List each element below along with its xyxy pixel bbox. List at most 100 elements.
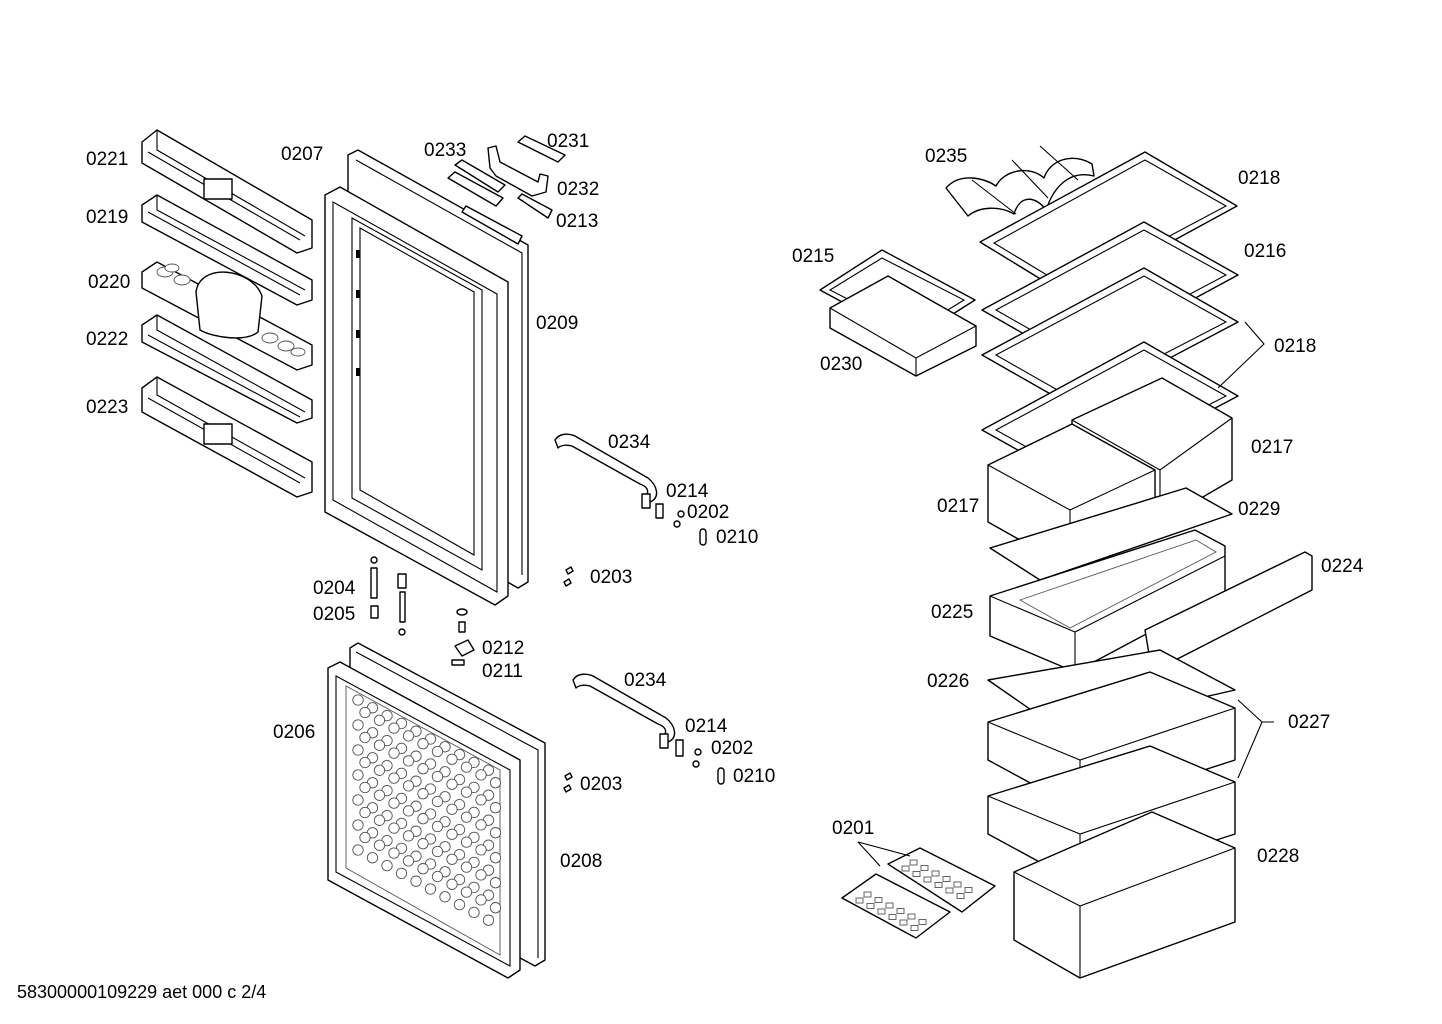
dimple <box>417 763 429 775</box>
dimple <box>395 867 408 880</box>
freezer-drawer-0228 <box>1013 811 1236 979</box>
label-0216: 0216 <box>1244 241 1287 262</box>
ice-cell <box>909 859 918 866</box>
ice-cell <box>956 893 965 899</box>
dimple <box>446 828 458 840</box>
dimple <box>489 777 502 789</box>
dimple <box>352 819 364 831</box>
dimple <box>460 836 473 848</box>
dimple <box>482 914 495 926</box>
dimple <box>410 875 422 887</box>
dimple <box>359 756 371 769</box>
dimple <box>460 811 473 823</box>
door-shelf-0222 <box>141 314 313 424</box>
label-0221: 0221 <box>86 149 129 170</box>
dimple <box>373 764 386 776</box>
label-0212: 0212 <box>482 638 525 659</box>
ice-cell <box>910 925 919 931</box>
ice-cell <box>885 902 894 909</box>
label-0214-upper: 0214 <box>666 481 709 502</box>
dimple <box>388 822 400 834</box>
handle-cover-parts <box>447 135 566 245</box>
label-0206: 0206 <box>273 722 316 743</box>
ice-cell <box>899 919 908 926</box>
label-0204: 0204 <box>313 578 356 599</box>
dimple <box>475 844 487 856</box>
dimple <box>417 813 429 825</box>
dimple <box>388 747 400 759</box>
leader-lines <box>857 321 1274 867</box>
dimple <box>446 778 458 790</box>
label-0207: 0207 <box>281 144 324 165</box>
label-0202-lower: 0202 <box>711 738 754 759</box>
ice-trays-0201 <box>841 847 996 939</box>
egg-tray-0220 <box>141 261 313 371</box>
meat-drawer-0225 <box>989 529 1226 673</box>
dimple <box>431 745 444 758</box>
label-0203-upper: 0203 <box>590 567 633 588</box>
dimple <box>373 789 386 801</box>
ice-cell <box>863 891 872 898</box>
dimple <box>359 781 371 794</box>
ice-cell <box>877 908 886 915</box>
dimple <box>431 820 444 833</box>
dimple <box>373 814 386 826</box>
ice-cell <box>934 882 943 888</box>
label-0228: 0228 <box>1257 846 1300 867</box>
dimple <box>417 738 429 750</box>
dimple <box>446 853 458 865</box>
dimple <box>388 772 400 784</box>
label-0215: 0215 <box>792 246 835 267</box>
ice-cell <box>945 887 954 894</box>
dimple <box>388 722 400 734</box>
ice-cell <box>912 871 921 877</box>
dimple <box>489 827 502 839</box>
label-0218-mid: 0218 <box>1274 336 1317 357</box>
door-handle-upper <box>554 433 707 546</box>
document-id: 58300000109229 aet 000 c 2/4 <box>17 982 267 1002</box>
label-0213: 0213 <box>556 211 599 232</box>
label-0211: 0211 <box>482 661 523 682</box>
label-0203-lower: 0203 <box>580 774 623 795</box>
label-0210-lower: 0210 <box>733 766 776 787</box>
label-0234-upper: 0234 <box>608 432 651 453</box>
dimple <box>417 863 429 875</box>
dimple <box>431 845 444 858</box>
dimple <box>489 802 502 814</box>
dimple <box>373 714 386 726</box>
dimple <box>352 694 364 706</box>
dimple <box>402 780 415 792</box>
dimple <box>460 761 473 773</box>
label-0232: 0232 <box>557 179 600 200</box>
dimple <box>431 870 444 883</box>
dimple <box>439 891 451 903</box>
dimple <box>460 786 473 798</box>
dimple <box>373 839 386 851</box>
dimple <box>489 852 502 864</box>
ice-cell <box>942 876 951 882</box>
dimple <box>446 803 458 815</box>
dimple <box>402 755 415 767</box>
dimple <box>366 852 379 864</box>
ice-cell <box>896 908 905 914</box>
dimple <box>359 706 371 719</box>
dimple <box>402 805 415 817</box>
dimple <box>453 898 466 911</box>
dimple <box>352 769 364 781</box>
ice-cell <box>874 897 883 903</box>
label-0208: 0208 <box>560 851 603 872</box>
label-0227: 0227 <box>1288 712 1331 733</box>
dimple <box>475 794 487 806</box>
ice-cell <box>953 881 962 888</box>
dimple <box>431 770 444 783</box>
dimple <box>359 831 371 844</box>
dimple <box>468 906 480 919</box>
door-handle-lower <box>572 673 725 785</box>
dimple <box>359 806 371 819</box>
dimple <box>352 844 364 856</box>
dimple <box>460 861 473 873</box>
dimple <box>388 797 400 809</box>
dimple <box>417 788 429 800</box>
